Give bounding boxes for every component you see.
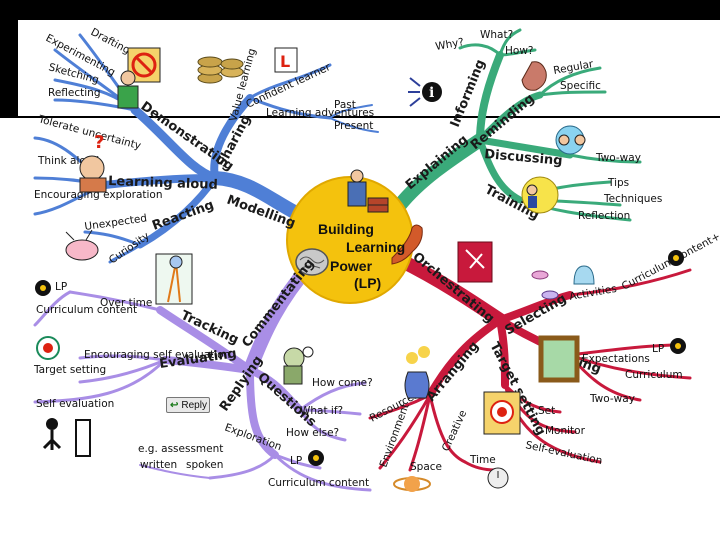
thinking-person-icon: ? bbox=[79, 132, 107, 193]
leaf-tolerate-uncertainty: Tolerate uncertainty bbox=[36, 113, 142, 152]
svg-text:i: i bbox=[429, 85, 434, 101]
conversation-icon bbox=[555, 125, 586, 155]
detective-icon bbox=[283, 346, 314, 385]
leaf-self-evaluation: Self evaluation bbox=[36, 398, 114, 410]
leaf-what-if: What if? bbox=[300, 405, 343, 417]
leaf-lp-exploration: LP bbox=[290, 455, 302, 467]
leaf-expectations: Expectations bbox=[582, 353, 650, 365]
flexed-arm-icon bbox=[391, 224, 423, 265]
ladder-icon bbox=[155, 253, 193, 305]
center-title-line-2: Learning bbox=[346, 239, 405, 255]
l-plate-icon: L bbox=[274, 47, 298, 73]
artist-figure-icon bbox=[117, 70, 139, 109]
leaf-time: Time bbox=[469, 454, 496, 466]
label-explaining: Explaining bbox=[403, 132, 471, 193]
leaf-spoken: spoken bbox=[186, 459, 223, 471]
label-reacting: Reacting bbox=[150, 198, 216, 234]
leaf-curriculum-framing: Curriculum bbox=[625, 369, 683, 381]
bell-icon bbox=[573, 265, 595, 285]
leaf-encouraging-exploration: Encouraging exploration bbox=[34, 189, 163, 201]
leaf-two-way-2: Two-way bbox=[589, 393, 635, 405]
mirror-figure-icon bbox=[42, 418, 91, 457]
leaf-curriculum-content-exploration: Curriculum content bbox=[268, 477, 369, 489]
info-icon: i bbox=[408, 77, 442, 107]
leaf-how-else: How else? bbox=[286, 427, 339, 439]
svg-text:?: ? bbox=[94, 132, 104, 153]
center-title-line-1: Building bbox=[318, 221, 374, 237]
record-icon-exploration bbox=[308, 450, 324, 466]
leaf-lp-framing: LP bbox=[652, 343, 664, 355]
label-learning-aloud: Learning aloud bbox=[108, 174, 218, 193]
leaf-present: Present bbox=[334, 120, 373, 132]
reply-icon: ↩ bbox=[170, 399, 179, 411]
planet-icon bbox=[393, 476, 431, 492]
leaf-self-evaluation-target: Self-evaluation bbox=[524, 439, 603, 467]
archery-target-icon bbox=[36, 336, 60, 360]
leaf-eg-assessment: e.g. assessment bbox=[138, 443, 223, 455]
center-title-line-4: (LP) bbox=[354, 275, 381, 291]
coins-icon bbox=[197, 56, 244, 84]
leaf-how-come: How come? bbox=[312, 377, 373, 389]
leaf-two-way-1: Two-way bbox=[595, 152, 641, 164]
leaf-why: Why? bbox=[434, 36, 464, 53]
leaf-unexpected: Unexpected bbox=[84, 212, 148, 233]
leaf-reflecting: Reflecting bbox=[48, 87, 101, 99]
record-icon-tracking bbox=[35, 280, 51, 296]
reply-button[interactable]: ↩ Reply bbox=[166, 397, 210, 413]
leaf-past: Past bbox=[334, 99, 356, 111]
conductor-icon bbox=[457, 241, 493, 283]
label-arranging: Arranging bbox=[424, 339, 483, 405]
brain-icon bbox=[295, 248, 329, 276]
label-commentating: Commentating bbox=[239, 256, 317, 350]
leaf-what: What? bbox=[480, 29, 513, 41]
leaf-techniques: Techniques bbox=[603, 193, 662, 205]
record-icon-selecting bbox=[668, 250, 684, 266]
leaf-curriculum-content-tracking: Curriculum content bbox=[36, 304, 137, 316]
leaf-space: Space bbox=[410, 461, 442, 473]
picture-frame-icon bbox=[538, 335, 580, 383]
leaf-specific: Specific bbox=[560, 80, 601, 92]
center-title-line-3: Power bbox=[330, 258, 373, 274]
pointing-hand-icon bbox=[521, 61, 547, 91]
leaf-written: written bbox=[140, 459, 177, 471]
clock-icon bbox=[487, 467, 509, 489]
leaf-over-time: Over time bbox=[100, 297, 152, 309]
leaf-creative: Creative bbox=[440, 408, 469, 453]
leaf-how: How? bbox=[505, 45, 533, 57]
leaf-drafting: Drafting bbox=[89, 26, 132, 57]
flying-pig-icon bbox=[65, 229, 99, 261]
reply-label: Reply bbox=[181, 399, 207, 411]
leaf-tips: Tips bbox=[607, 177, 629, 189]
leaf-reflection: Reflection bbox=[578, 210, 630, 222]
orchestrating-branch bbox=[368, 253, 692, 472]
leaf-lp-tracking: LP bbox=[55, 281, 67, 293]
leaf-activities: Activities bbox=[568, 283, 617, 303]
label-discussing: Discussing bbox=[484, 147, 563, 169]
leaf-monitor: Monitor bbox=[545, 425, 586, 437]
vase-icon bbox=[404, 346, 430, 399]
center-node: Building Learning Power (LP) bbox=[286, 169, 423, 304]
svg-text:L: L bbox=[280, 52, 290, 71]
record-icon-framing bbox=[670, 338, 686, 354]
leaf-learning-adventures-1: Learning adventures bbox=[266, 107, 374, 119]
leaf-target-setting: Target setting bbox=[33, 364, 106, 376]
target-icon bbox=[483, 391, 521, 435]
coach-icon bbox=[521, 176, 559, 214]
leaf-set: Set bbox=[538, 405, 555, 417]
leaf-encouraging-self-evaluation: Encouraging self evaluation bbox=[84, 349, 230, 361]
explaining-branch bbox=[393, 28, 642, 222]
sweets-icon bbox=[531, 270, 559, 300]
builder-icon bbox=[347, 169, 389, 213]
